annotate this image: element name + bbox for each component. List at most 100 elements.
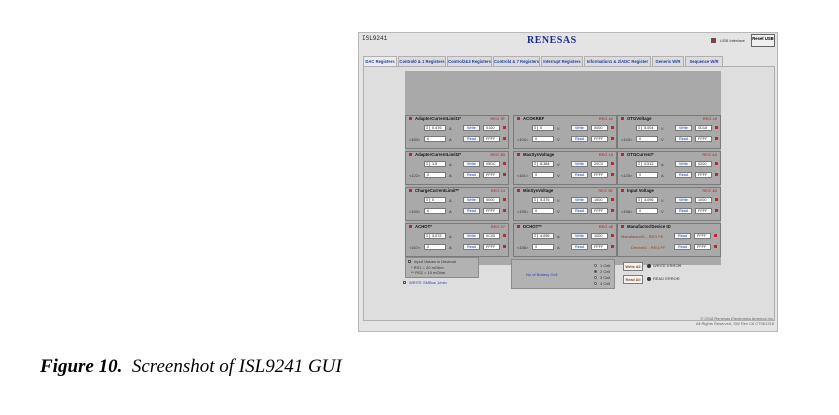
- write-error-label: WRITE ERROR: [653, 263, 682, 268]
- spinner-arrows-icon: ⇕: [533, 234, 538, 238]
- read-value-field: 0: [532, 208, 554, 214]
- device-id-label: DeviceID - REG FF: [631, 245, 666, 250]
- read-button[interactable]: Read: [571, 208, 588, 214]
- write-button[interactable]: Write: [675, 125, 692, 131]
- battery-cell-radio-1[interactable]: [594, 264, 597, 267]
- value-spinner[interactable]: ⇕3.072: [424, 233, 446, 239]
- register-name: DCHOT**: [523, 224, 542, 229]
- reset-usb-button[interactable]: Reset USB: [751, 34, 775, 47]
- register-address: REG 3B: [490, 152, 505, 157]
- write-button[interactable]: Write: [463, 197, 480, 203]
- value-spinner[interactable]: ⇕1.5: [424, 161, 446, 167]
- decimal-checkbox[interactable]: [408, 260, 411, 263]
- value-spinner[interactable]: ⇕5.004: [636, 125, 658, 131]
- footer-copyright: © 2018 Renesas Electronics America Inc.: [700, 316, 774, 321]
- read-value-unit: A: [557, 245, 560, 250]
- manufacturer-id-label: ManufactorID - REG FE: [621, 234, 664, 239]
- battery-cell-option-label: 1 Cell: [600, 263, 611, 268]
- register-address: REG 3E: [598, 188, 613, 193]
- write-button[interactable]: Write: [571, 197, 588, 203]
- spinner-arrows-icon: ⇕: [637, 126, 642, 130]
- register-name: OTGVoltage: [627, 116, 652, 121]
- status-led-icon: [715, 173, 718, 176]
- status-led-icon: [409, 225, 412, 228]
- read-button[interactable]: Read: [675, 208, 692, 214]
- value-spinner[interactable]: ⇕0.512: [636, 161, 658, 167]
- renesas-logo: RENESAS: [527, 35, 577, 46]
- write-all-button[interactable]: Write All: [623, 262, 643, 271]
- read-button[interactable]: Read: [463, 136, 480, 142]
- write-button[interactable]: Write: [571, 233, 588, 239]
- tab-dac-registers[interactable]: DAC Registers: [363, 56, 397, 66]
- footer-rev: All Rights Reserved, SW Rev C6 CT061318: [695, 321, 774, 326]
- value-text: 0: [540, 126, 543, 130]
- read-value-field: 0: [636, 136, 658, 142]
- status-led-icon: [715, 162, 718, 165]
- tab-control4-7-registers[interactable]: Control4 & 7 Registers: [493, 56, 540, 66]
- read-all-button[interactable]: Read All: [623, 275, 643, 284]
- status-led-icon: [611, 234, 614, 237]
- read-manufacturer-id-button[interactable]: Read: [674, 233, 691, 239]
- battery-cell-option-label: 4 Cell: [600, 281, 611, 286]
- tab-control0-1-registers[interactable]: Control0 & 1 Registers: [398, 56, 446, 66]
- value-spinner[interactable]: ⇕0.476: [424, 125, 446, 131]
- value-spinner[interactable]: ⇕4.096: [532, 233, 554, 239]
- read-button[interactable]: Read: [463, 244, 480, 250]
- read-button[interactable]: Read: [571, 244, 588, 250]
- tab-generic-w-r[interactable]: Generic W/R: [652, 56, 684, 66]
- write-button[interactable]: Write: [675, 161, 692, 167]
- tab-information1-2-adc-register[interactable]: Information1 & 2/ADC Register: [584, 56, 651, 66]
- status-led-icon: [715, 198, 718, 201]
- read-value-field: 0: [424, 136, 446, 142]
- window-title: ISL9241: [362, 35, 388, 42]
- tab-control2-3-registers[interactable]: Control2&3 Registers: [447, 56, 492, 66]
- status-led-icon: [517, 153, 520, 156]
- read-button[interactable]: Read: [571, 136, 588, 142]
- write-button[interactable]: Write: [571, 125, 588, 131]
- read-hex-field: FFFF: [483, 244, 500, 250]
- read-button[interactable]: Read: [571, 172, 588, 178]
- value-spinner[interactable]: ⇕4.096: [636, 197, 658, 203]
- spinner-arrows-icon: ⇕: [425, 126, 430, 130]
- read-value-field: 0: [532, 244, 554, 250]
- write-button[interactable]: Write: [463, 233, 480, 239]
- value-unit: A: [449, 198, 452, 203]
- battery-cell-option-label: 2 Cell: [600, 269, 611, 274]
- value-spinner[interactable]: ⇕0: [532, 125, 554, 131]
- read-value-field: 0: [424, 244, 446, 250]
- status-led-icon: [409, 153, 412, 156]
- read-button[interactable]: Read: [463, 208, 480, 214]
- read-device-id-button[interactable]: Read: [674, 244, 691, 250]
- read-value-field: 0: [424, 172, 446, 178]
- write-button[interactable]: Write: [675, 197, 692, 203]
- status-led-icon: [621, 153, 624, 156]
- read-hex-field: FFFF: [695, 172, 712, 178]
- value-text: 4.096: [644, 198, 654, 202]
- write-button[interactable]: Write: [463, 161, 480, 167]
- tab-sequence-w-r[interactable]: Sequence W/R: [685, 56, 723, 66]
- write-button[interactable]: Write: [463, 125, 480, 131]
- write-button[interactable]: Write: [571, 161, 588, 167]
- sub-label: <122>: [409, 173, 421, 178]
- value-spinner[interactable]: ⇕8.384: [532, 161, 554, 167]
- read-button[interactable]: Read: [675, 172, 692, 178]
- value-unit: A: [449, 234, 452, 239]
- value-spinner[interactable]: ⇕5.376: [532, 197, 554, 203]
- status-led-icon: [611, 209, 614, 212]
- tab-interrupt-registers[interactable]: Interrupt Registers: [541, 56, 583, 66]
- battery-cell-radio-4[interactable]: [594, 282, 597, 285]
- sub-label: <123>: [621, 173, 633, 178]
- status-led-icon: [715, 209, 718, 212]
- value-spinner[interactable]: ⇕0: [424, 197, 446, 203]
- smbus-label: WRITE SMBus 1/min: [409, 280, 447, 285]
- battery-cell-radio-3[interactable]: [594, 276, 597, 279]
- smbus-checkbox[interactable]: [403, 281, 406, 284]
- status-led-icon: [409, 189, 412, 192]
- status-led-icon: [611, 173, 614, 176]
- battery-cell-radio-2[interactable]: [594, 270, 597, 273]
- read-button[interactable]: Read: [675, 136, 692, 142]
- status-led-icon: [621, 189, 624, 192]
- read-button[interactable]: Read: [463, 172, 480, 178]
